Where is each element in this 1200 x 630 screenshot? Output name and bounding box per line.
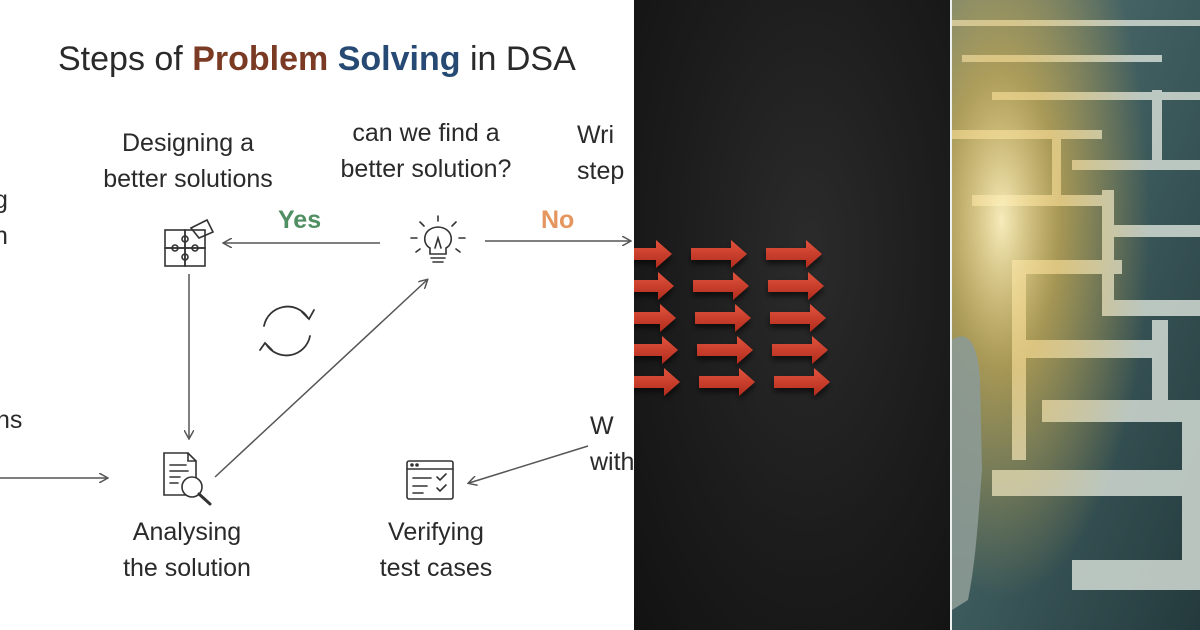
node-left-partial-top-label: g n	[0, 186, 8, 250]
red-arrow	[699, 368, 755, 396]
red-arrows-illustration	[634, 240, 830, 396]
node-find-better-label: can we find a better solution?	[340, 119, 512, 183]
red-arrow	[774, 368, 830, 396]
figure-silhouette	[952, 336, 982, 610]
edge-analysing-to-find-better	[214, 280, 427, 478]
node-verifying-label: Verifying test cases	[379, 518, 493, 582]
diagram-title: Steps of Problem Solving in DSA	[58, 40, 576, 79]
edge-yes-label: Yes	[278, 206, 322, 234]
red-arrow	[697, 336, 753, 364]
puzzle-icon	[164, 218, 215, 267]
node-writing-partial-label: Wri step	[577, 121, 625, 185]
edge-no-label: No	[541, 206, 575, 234]
red-arrow	[695, 304, 751, 332]
title-highlight-problem: Problem	[192, 40, 329, 78]
red-arrow	[634, 272, 674, 300]
arrows-photo-panel	[634, 0, 950, 630]
node-writing-code-partial-label: W with	[590, 412, 634, 476]
red-arrow	[772, 336, 828, 364]
cycle-icon	[259, 305, 315, 357]
checklist-window-icon	[406, 460, 454, 500]
red-arrow	[634, 336, 678, 364]
red-arrow	[693, 272, 749, 300]
title-suffix: in DSA	[469, 40, 576, 78]
node-left-partial-mid-label: ns	[0, 406, 23, 434]
maze-illustration	[952, 0, 1200, 630]
red-arrow	[634, 240, 672, 268]
red-arrow	[634, 368, 680, 396]
node-analysing-label: Analysing the solution	[123, 518, 251, 582]
diagram-connectors	[0, 0, 634, 630]
node-designing-label: Designing a better solutions	[103, 129, 273, 193]
edge-writing-to-verifying	[469, 445, 589, 483]
red-arrow	[770, 304, 826, 332]
diagram-panel: Steps of Problem Solving in DSA Designin…	[0, 0, 634, 630]
maze-photo-panel	[952, 0, 1200, 630]
lightbulb-icon	[410, 215, 466, 263]
red-arrow	[691, 240, 747, 268]
panel-divider	[950, 0, 952, 630]
document-search-icon	[163, 452, 212, 506]
red-arrow	[768, 272, 824, 300]
red-arrow	[766, 240, 822, 268]
title-prefix: Steps of	[58, 40, 183, 78]
red-arrow	[634, 304, 676, 332]
title-highlight-solving: Solving	[337, 40, 461, 78]
